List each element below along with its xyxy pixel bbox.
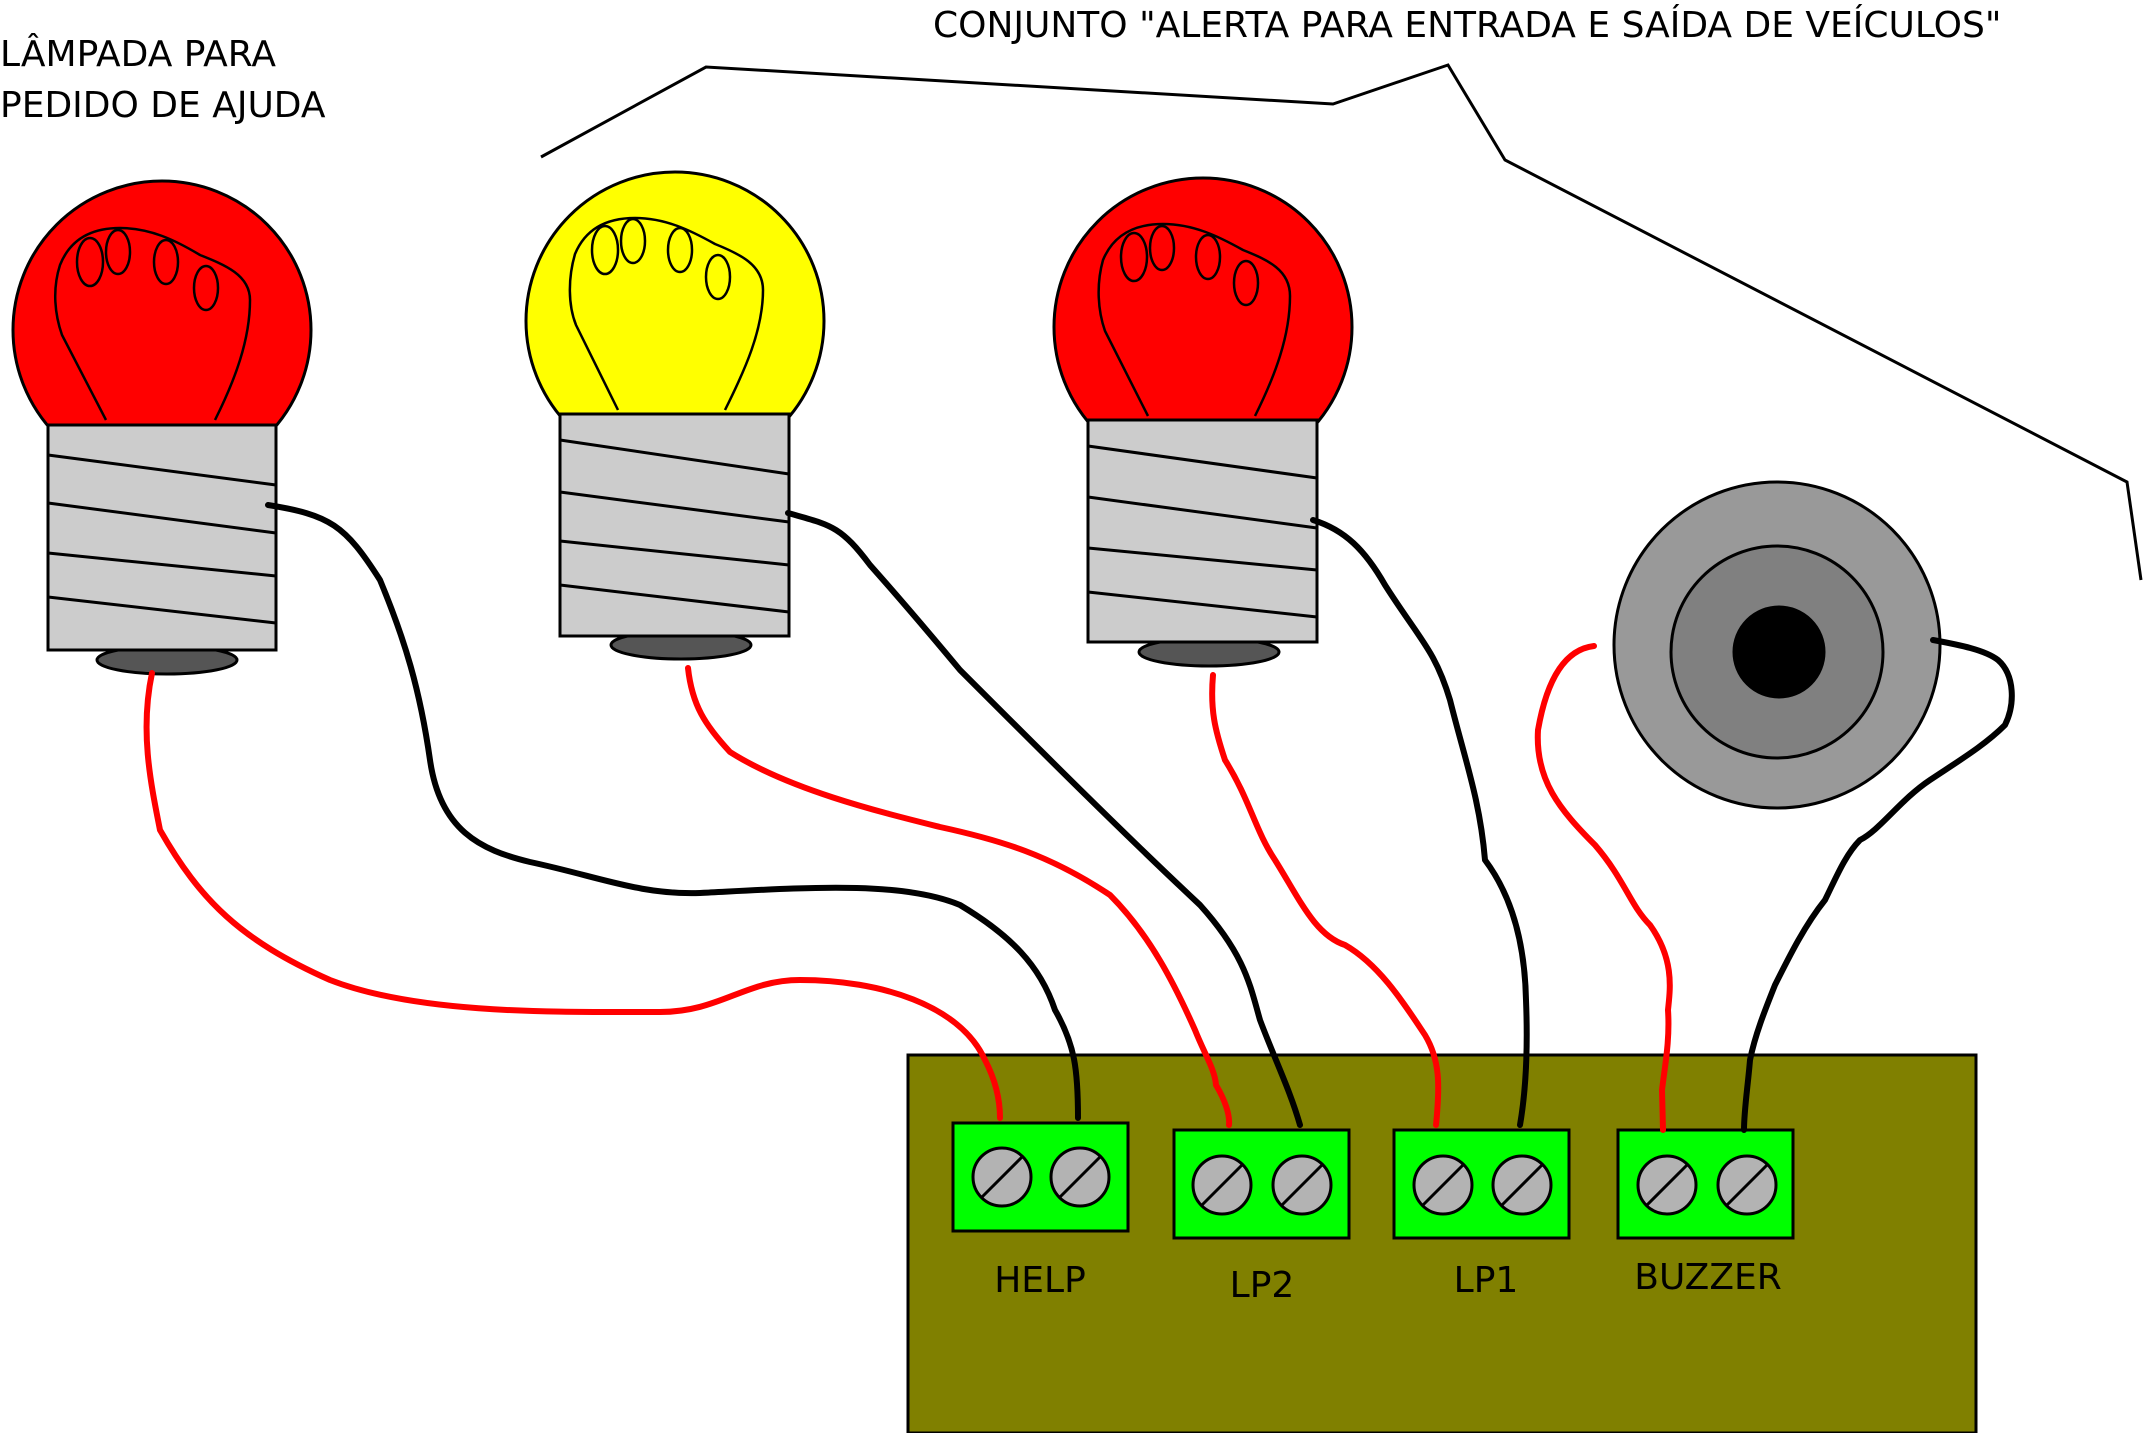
- wire-lp1-positive: [1209, 672, 1442, 1128]
- screw-terminal-icon[interactable]: [1491, 1154, 1553, 1216]
- wire-lp2-negative: [785, 510, 1303, 1128]
- terminal-label-lp2: LP2: [1230, 1265, 1295, 1306]
- terminal-block-buzzer: BUZZER: [1616, 1128, 1795, 1298]
- screw-terminal-icon[interactable]: [1412, 1154, 1474, 1216]
- yellow-bulb-icon: [524, 170, 826, 661]
- wire-help-negative: [265, 502, 1081, 1121]
- screw-terminal-icon[interactable]: [971, 1146, 1033, 1208]
- wire-buzzer-negative: [1741, 637, 2015, 1133]
- wire-buzzer-positive: [1534, 643, 1673, 1133]
- terminal-block-lp2: LP2: [1172, 1128, 1351, 1306]
- help-lamp-label-line2: PEDIDO DE AJUDA: [0, 85, 326, 126]
- terminal-block-help: HELP: [951, 1121, 1130, 1301]
- wire-lp2-positive: [685, 665, 1233, 1128]
- assembly-bracket: [540, 63, 2143, 581]
- buzzer-icon: [1612, 480, 1942, 810]
- terminal-block-lp1: LP1: [1392, 1128, 1571, 1301]
- screw-terminal-icon[interactable]: [1049, 1146, 1111, 1208]
- help-lamp-label-line1: LÂMPADA PARA: [0, 33, 276, 75]
- screw-terminal-icon[interactable]: [1716, 1154, 1778, 1216]
- screw-terminal-icon[interactable]: [1191, 1154, 1253, 1216]
- assembly-label: CONJUNTO "ALERTA PARA ENTRADA E SAÍDA DE…: [933, 4, 2001, 46]
- red-bulb-icon: [11, 179, 313, 676]
- wire-help-positive: [143, 670, 1003, 1121]
- red-bulb-icon: [1052, 176, 1354, 668]
- terminal-label-lp1: LP1: [1454, 1260, 1519, 1301]
- screw-terminal-icon[interactable]: [1636, 1154, 1698, 1216]
- terminal-label-help: HELP: [994, 1260, 1086, 1301]
- wire-lp1-negative: [1310, 517, 1530, 1128]
- control-board: [906, 1053, 1978, 1433]
- screw-terminal-icon[interactable]: [1271, 1154, 1333, 1216]
- terminal-label-buzzer: BUZZER: [1634, 1257, 1782, 1298]
